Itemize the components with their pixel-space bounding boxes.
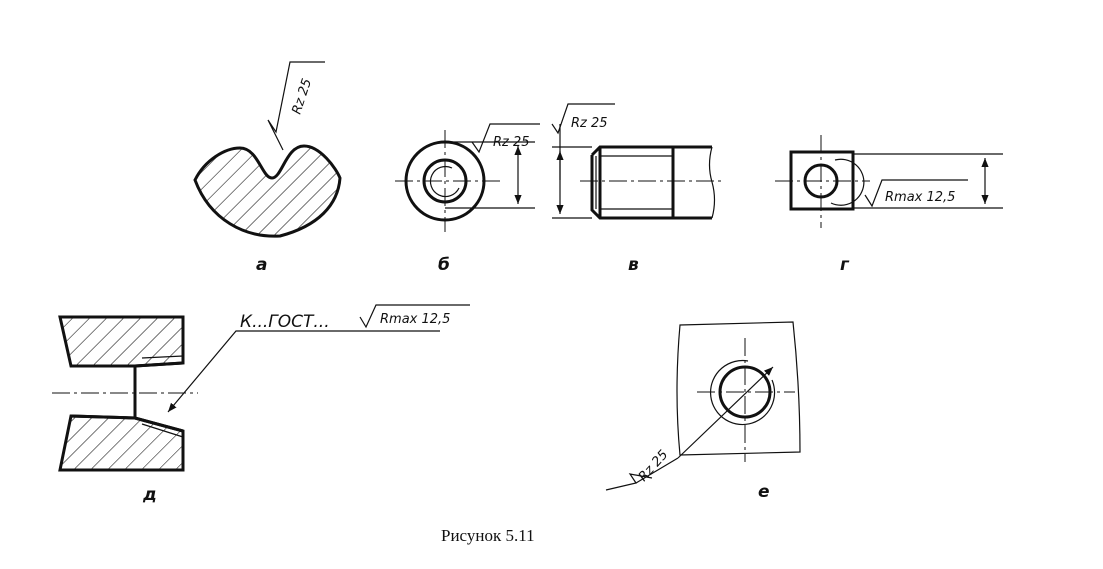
view-d-lower-section <box>58 414 185 472</box>
view-a-section <box>193 144 342 238</box>
view-b-label: б <box>438 255 450 275</box>
view-v-body <box>590 145 712 220</box>
figure-caption: Рисунок 5.11 <box>441 526 535 545</box>
view-a-roughness-leader <box>267 61 325 151</box>
view-d-note: К...ГОСТ... <box>240 312 330 332</box>
view-v: Rz 25 в <box>551 103 725 275</box>
view-v-label: в <box>628 255 639 275</box>
view-g-roughness-text: Rmax 12,5 <box>885 190 955 205</box>
view-v-roughness-sign <box>551 103 615 135</box>
view-d-label: д <box>142 485 157 505</box>
view-d-upper-section <box>58 315 185 368</box>
view-e-thread-arc <box>709 359 776 426</box>
view-e-roughness-sign <box>605 473 653 491</box>
view-g-label: г <box>840 255 850 275</box>
view-g-square <box>789 150 855 211</box>
view-b-roughness-text: Rz 25 <box>493 135 530 150</box>
view-d: К...ГОСТ... Rmax 12,5 д <box>52 304 470 505</box>
view-e-hole <box>718 365 772 419</box>
view-g-hole <box>803 163 839 199</box>
view-a-roughness-text: Rz 25 <box>290 77 316 116</box>
view-b-thread-arc <box>429 165 460 198</box>
view-g-thread-arc <box>830 158 865 206</box>
view-e: Rz 25 е <box>605 321 801 502</box>
view-e-leader <box>677 366 774 459</box>
view-e-roughness-base <box>635 457 679 484</box>
view-g-roughness-sign <box>864 179 968 208</box>
view-e-roughness-text: Rz 25 <box>636 447 672 484</box>
view-b-roughness-sign <box>471 123 540 154</box>
view-v-break-line <box>708 146 716 219</box>
view-d-chamfer-bottom <box>141 423 184 438</box>
view-a-label: а <box>256 255 267 275</box>
view-a: Rz 25 а <box>193 61 342 275</box>
view-d-bore <box>70 361 184 433</box>
view-d-roughness-text: Rmax 12,5 <box>380 312 450 327</box>
view-v-roughness-text: Rz 25 <box>571 116 608 131</box>
view-b-mid-circle <box>422 158 468 204</box>
view-e-plate <box>676 321 801 456</box>
view-b: Rz 25 б <box>395 123 540 275</box>
view-d-leader <box>167 330 440 413</box>
view-e-label: е <box>758 482 770 502</box>
view-d-roughness-sign <box>359 304 470 329</box>
view-d-chamfer-top <box>141 355 184 359</box>
view-g: Rmax 12,5 г <box>775 135 1003 275</box>
